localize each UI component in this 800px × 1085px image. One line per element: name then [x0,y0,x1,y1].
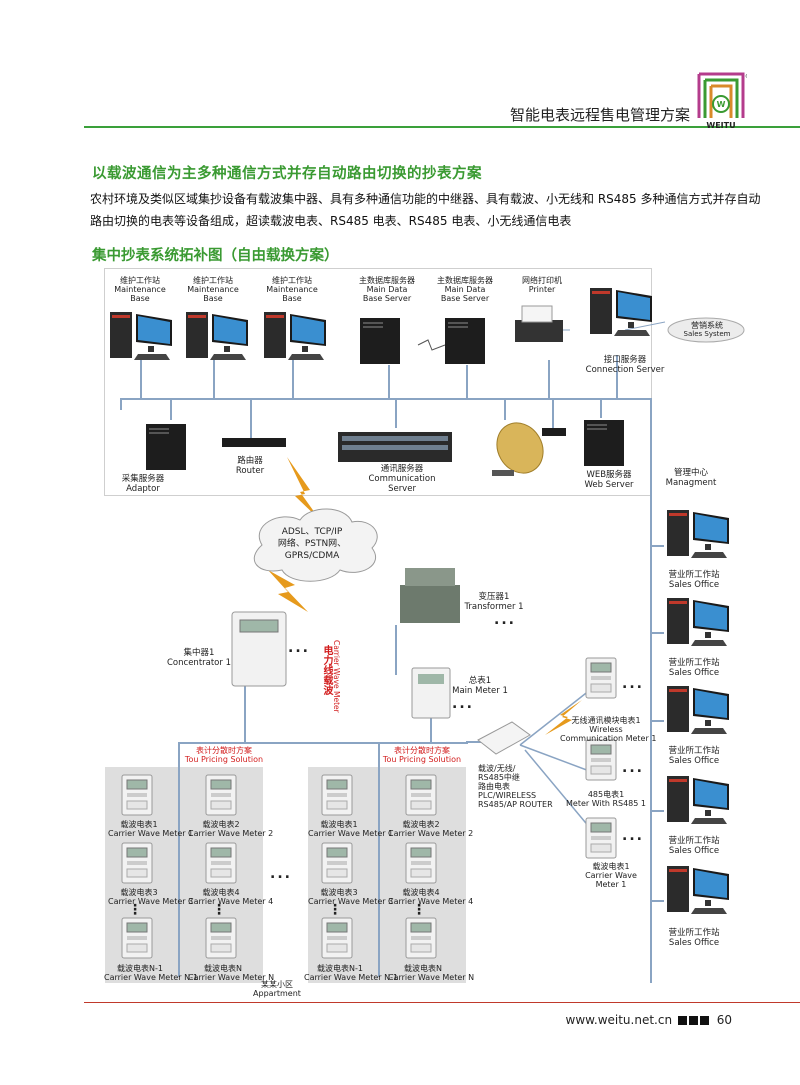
square-icon [699,1016,709,1025]
ellipsis: ⋮ [128,902,144,918]
ellipsis: ... [494,612,516,628]
header-divider [84,126,800,128]
plc-en-label: Carrier Wave Meter [332,640,341,713]
svg-text:W: W [717,100,726,109]
ellipsis: ... [270,866,292,882]
logo-text: WEITU [706,121,735,130]
plc-cn-label: 电力线载波 [321,645,332,695]
section2-heading: 集中抄表系统拓补图（自由载换方案） [92,248,339,264]
ellipsis: ... [622,676,644,692]
weitu-logo: W WEITU ® [697,72,750,130]
footer-url[interactable]: www.weitu.net.cn [565,1013,673,1027]
footer: www.weitu.net.cn 60 [566,1013,732,1027]
page-number: 60 [716,1013,732,1027]
section1-paragraph: 农村环境及类似区域集抄设备有载波集中器、具有多种通信功能的中继器、具有载波、小无… [90,192,761,228]
ellipsis: ⋮ [212,902,228,918]
ellipsis: ⋮ [328,902,344,918]
ellipsis: ... [622,760,644,776]
ellipsis: ⋮ [412,902,428,918]
footer-divider [84,1002,800,1003]
header-title: 智能电表远程售电管理方案 [509,106,690,124]
ellipsis: ... [452,696,474,712]
section1-heading: 以载波通信为主多种通信方式并存自动路由切换的抄表方案 [92,166,482,182]
ellipsis: ... [622,828,644,844]
square-icon [688,1016,698,1025]
square-icon [677,1016,687,1025]
ellipsis: ... [288,640,310,656]
